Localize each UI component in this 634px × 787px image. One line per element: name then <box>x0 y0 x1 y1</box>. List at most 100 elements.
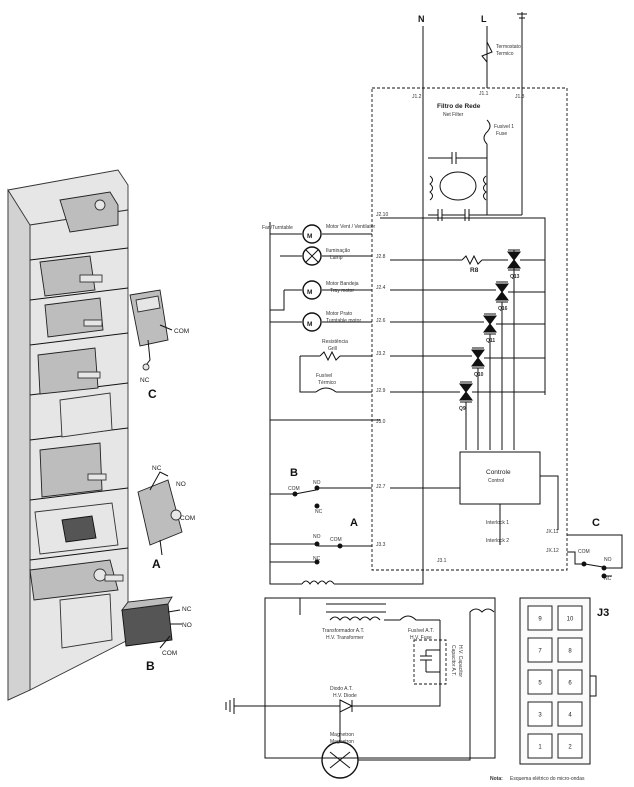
switch-b-no-label: NO <box>182 622 192 629</box>
door-latch-assembly <box>7 169 129 701</box>
thermostat-label-2: Termico <box>496 51 514 57</box>
switch-c-nc: NC <box>604 576 612 582</box>
switch-b-nc-label: NC <box>182 606 192 613</box>
control-board-outline <box>371 87 568 571</box>
grill-label-2: Grill <box>328 346 337 352</box>
switch-c-label: C <box>592 517 600 529</box>
transformer-label-1: Transformador A.T. <box>322 628 364 634</box>
hv-cap-label-1: Capacitor A.T. <box>450 645 456 676</box>
thermostat-label-1: Termostato <box>496 44 521 50</box>
switch-b-com: COM <box>288 486 300 492</box>
motor-symbol-2: M <box>307 289 312 296</box>
switch-a-com: COM <box>330 537 342 543</box>
thermal-fuse: Fusível Térmico <box>299 356 372 393</box>
j3-pin-number: 10 <box>567 617 574 623</box>
q9-label: Q9 <box>459 406 466 412</box>
jx-11-label: JX.11 <box>546 529 559 535</box>
q11-label: Q11 <box>486 338 495 344</box>
switch-c-nc-label: NC <box>140 377 150 384</box>
j3-pin-number: 7 <box>538 649 542 655</box>
footnote-prefix: Nota: <box>490 776 503 782</box>
switch-b-com-label: COM <box>162 650 177 657</box>
thermal-label-2: Térmico <box>318 380 336 386</box>
tray-motor-label-2: Tray motor <box>330 288 354 294</box>
j2-9-label: J2.9 <box>376 388 386 394</box>
motor-symbol-3: M <box>307 321 312 328</box>
j3-pin-cell <box>557 669 583 695</box>
lamp-label-1: Iluminação <box>326 248 350 254</box>
q16-label: Q16 <box>498 306 508 312</box>
j3-3-label: J3.3 <box>376 542 386 548</box>
j1-1-label: J1.1 <box>479 91 489 97</box>
interlock-2-label: Interlock 2 <box>486 538 509 544</box>
interlock-switch-a: A NO COM NC <box>270 517 372 565</box>
switch-c-no: NO <box>604 557 612 563</box>
tray-motor-label-1: Motor Bandeja <box>326 281 359 287</box>
tray-motor: M Motor Bandeja Tray motor <box>284 280 372 300</box>
j3-pin-number: 8 <box>568 649 572 655</box>
switch-b-nc: NC <box>315 509 323 515</box>
j3-pin-number: 6 <box>568 681 572 687</box>
supply-l-label: L <box>481 14 487 24</box>
high-voltage-section: Transformador A.T. H.V. Transformer Fusí… <box>225 597 496 779</box>
part-label-a: A <box>152 557 161 571</box>
interlock-switch-c: C COM NO NC <box>567 517 623 582</box>
grill-resistor: Resistência Grill <box>300 339 372 362</box>
j3-pin-cell <box>557 637 583 663</box>
filter-subtitle: Net Filter <box>443 112 464 118</box>
switch-b-no: NO <box>313 480 321 486</box>
hv-fuse-label-1: Fusível A.T. <box>408 628 434 634</box>
footnote-text: Esquema elétrico do micro-ondas <box>510 776 585 782</box>
micro-switch-a: NC NO COM A <box>137 465 195 571</box>
triac-q16: Q16 <box>495 281 509 312</box>
micro-switch-b: NC NO COM B <box>120 596 192 673</box>
hv-cap-label-2: H.V. Capacitor <box>457 645 463 677</box>
j3-pin-cell <box>557 701 583 727</box>
switch-a-nc-label: NC <box>152 465 162 472</box>
interlock-switch-b: B COM NO NC <box>270 467 372 515</box>
motor-symbol-1: M <box>307 233 312 240</box>
j3-2-label: J3.2 <box>376 351 386 357</box>
schematic: N L Termostato Termico J1.2 J1.1 J1.3 Fi… <box>262 12 623 585</box>
fuse1-label-1: Fusivel 1 <box>494 124 514 130</box>
interlock-1-label: Interlock 1 <box>486 520 509 526</box>
switch-a-com-label: COM <box>180 515 195 522</box>
j3-pin-number: 2 <box>568 745 572 751</box>
ground-symbol-hv <box>225 698 235 714</box>
j3-1-label: J3.1 <box>437 558 447 564</box>
j2-4-label: J2.4 <box>376 285 386 291</box>
jx-12-label: JX.12 <box>546 548 559 554</box>
j3-pin-number: 4 <box>568 713 572 719</box>
diode-label-1: Diodo A.T. <box>330 686 353 692</box>
switch-a-nc: NC <box>313 556 321 562</box>
q10-label: Q10 <box>474 372 484 378</box>
diode-label-2: H.V. Diode <box>333 693 357 699</box>
part-label-c: C <box>148 387 157 401</box>
j3-pin-cell <box>527 605 553 631</box>
micro-switch-c: COM NC C <box>129 289 189 401</box>
j3-pin-number: 3 <box>538 713 542 719</box>
fan-label: Fan/Turntable <box>262 225 293 231</box>
supply-n-label: N <box>418 14 425 24</box>
magnetron-label-1: Magnetron <box>330 732 354 738</box>
r8-label: R8 <box>470 267 479 274</box>
switch-a-no-label: NO <box>176 481 186 488</box>
j3-pin-cell <box>557 733 583 759</box>
switch-a-label: A <box>350 517 358 529</box>
j2-8-label: J2.8 <box>376 254 386 260</box>
turntable-motor: M Motor Prato Turntable motor <box>270 311 372 332</box>
fuse1-label-2: Fuse <box>496 131 507 137</box>
fan-motor: M Fan/Turntable Motor Vent / Ventilator <box>262 224 376 244</box>
q13-label: Q13 <box>510 274 520 280</box>
switch-b-label: B <box>290 467 298 479</box>
controller-subtitle: Control <box>488 478 504 484</box>
j3-0-label: J3.0 <box>376 419 386 425</box>
switch-c-com: COM <box>578 549 590 555</box>
j2-7-label: J2.7 <box>376 484 386 490</box>
j1-3-label: J1.3 <box>515 94 525 100</box>
motor-vent-label: Motor Vent / Ventilator <box>326 224 376 230</box>
plate-motor-label-1: Motor Prato <box>326 311 352 317</box>
magnetron-label-2: Magnetron <box>330 739 354 745</box>
